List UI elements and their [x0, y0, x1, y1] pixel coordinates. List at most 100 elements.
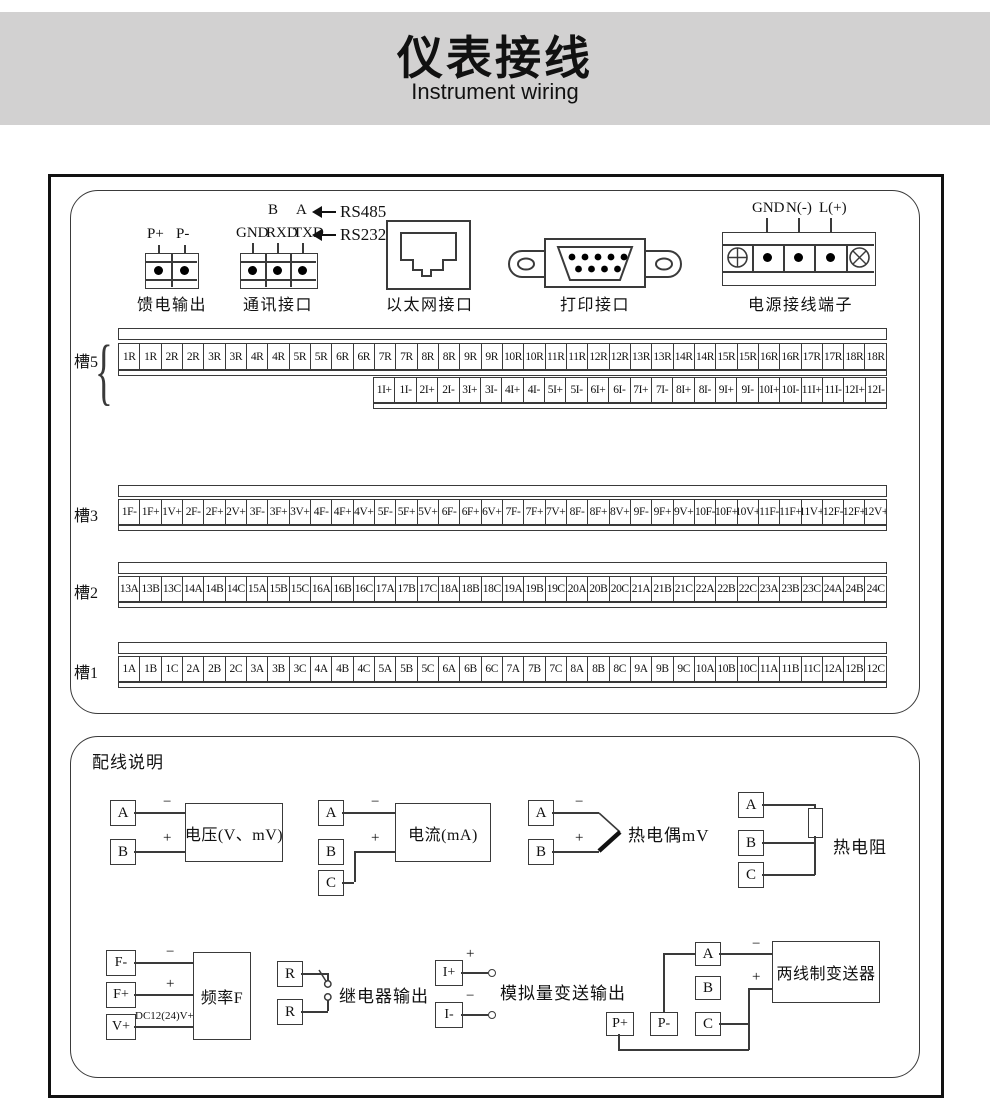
terminal-cell: 12R [610, 344, 631, 369]
terminal-cell: 17R [823, 344, 845, 369]
wire [327, 1000, 329, 1011]
current-terminal-c: C [318, 870, 344, 896]
terminal-cell: 15C [290, 577, 311, 601]
terminal-cell: 11R [567, 344, 589, 369]
terminal-cell: 2R [183, 344, 205, 369]
slot2-label: 槽2 [74, 585, 99, 602]
plus-sign: + [466, 946, 475, 962]
terminal-cell: 13R [652, 344, 674, 369]
terminal-cell: 2C [226, 657, 247, 681]
rtd-label: 热电阻 [833, 838, 887, 857]
wire [134, 851, 185, 853]
terminal-cell: 10R [524, 344, 546, 369]
terminal-cell: 3I- [481, 378, 503, 402]
terminal-cell: 5R [290, 344, 311, 369]
terminal-cell: 15R [738, 344, 759, 369]
terminal-cell: 2F+ [204, 500, 226, 524]
relay-terminal-r2: R [277, 999, 303, 1025]
terminal-cell: 12A [823, 657, 845, 681]
wire [618, 1049, 749, 1051]
terminal-cell: 24B [844, 577, 866, 601]
terminal-cell: 11I- [823, 378, 845, 402]
feed-label: 馈电输出 [137, 297, 208, 314]
terminal-cell: 14B [204, 577, 226, 601]
wire [722, 244, 874, 246]
terminal-cell: 11F- [759, 500, 781, 524]
comm-pin-rxd: RXD [266, 225, 298, 241]
terminal-dot [794, 253, 803, 262]
terminal-cell: 7I- [652, 378, 674, 402]
banner: 仪表接线 Instrument wiring [0, 12, 990, 125]
terminal-cell: 19C [546, 577, 567, 601]
wire [240, 279, 316, 281]
minus-sign: − [466, 988, 475, 1004]
terminal-cell: 21B [652, 577, 674, 601]
terminal-cell: 12V+ [865, 506, 886, 518]
terminal-cell: 12F- [823, 500, 845, 524]
terminal-cell: 10I- [780, 378, 802, 402]
terminal-cell: 19A [503, 577, 525, 601]
relay-terminal-r1: R [277, 961, 303, 987]
terminal-cell: 5B [396, 657, 418, 681]
wire [719, 953, 772, 955]
current-device-box: 电流(mA) [395, 803, 491, 862]
screw-icon [727, 247, 748, 268]
terminal-dot [826, 253, 835, 262]
terminal-cell: 1A [119, 657, 141, 681]
slot5-row2: 1I+1I-2I+2I-3I+3I-4I+4I-5I+5I-6I+6I-7I+7… [373, 377, 887, 403]
relay-switch-icon [315, 968, 341, 1004]
terminal-cell: 13R [631, 344, 653, 369]
terminal-cell: 5R [311, 344, 333, 369]
terminal-cell: 9R [482, 344, 503, 369]
terminal-cell: 12I+ [844, 378, 866, 402]
terminal-cell: 11I+ [802, 378, 823, 402]
terminal-cell: 2I+ [417, 378, 439, 402]
terminal-cell: 1I+ [374, 378, 396, 402]
wire [814, 836, 816, 875]
wire [461, 1014, 488, 1016]
tx-terminal-c: C [695, 1012, 721, 1036]
terminal-cell: 23A [759, 577, 781, 601]
terminal-cell: 2F- [183, 500, 205, 524]
slot5-label: 槽5 [74, 354, 99, 371]
terminal-cell: 4A [311, 657, 333, 681]
wire [240, 261, 316, 263]
terminal-cell: 14A [183, 577, 205, 601]
ethernet-jack-icon [386, 220, 471, 290]
terminal-cell: 8C [610, 657, 631, 681]
terminal-cell: 6F+ [460, 500, 482, 524]
tx-terminal-p-minus: P- [650, 1012, 678, 1036]
terminal-cell: 17R [802, 344, 823, 369]
terminal-cell: 7R [375, 344, 397, 369]
wire [354, 851, 395, 853]
terminal-cell: 3F- [247, 500, 269, 524]
terminal-cell: 7C [546, 657, 567, 681]
rs485-pin-a: A [296, 202, 307, 218]
terminal-cell: 6C [482, 657, 503, 681]
slot5-housing-bar [118, 328, 887, 340]
wire [342, 882, 354, 884]
terminal-cell: 10I+ [759, 378, 781, 402]
power-label: 电源接线端子 [748, 297, 854, 314]
terminal-cell: 7B [524, 657, 546, 681]
ethernet-label: 以太网接口 [386, 297, 474, 314]
terminal-cell: 21A [631, 577, 653, 601]
terminal-cell: 15A [247, 577, 269, 601]
terminal-cell: 9I- [737, 378, 759, 402]
terminal-cell: 9F- [631, 500, 653, 524]
terminal-cell: 1F- [119, 500, 141, 524]
terminal-cell: 15B [268, 577, 290, 601]
slot2-bottom-bar [118, 602, 887, 608]
printer-port-icon [506, 237, 684, 289]
plus-sign: + [575, 830, 584, 846]
terminal-cell: 12I- [867, 384, 885, 396]
terminal-cell: 20C [610, 577, 631, 601]
terminal-cell: 11V+ [802, 500, 823, 524]
terminal-cell: 5A [375, 657, 397, 681]
terminal-cell: 9B [652, 657, 674, 681]
printer-label: 打印接口 [560, 297, 631, 314]
terminal-cell: 18R [844, 344, 866, 369]
terminal-cell: 22A [695, 577, 717, 601]
screw-icon [849, 247, 870, 268]
terminal-cell: 3B [268, 657, 290, 681]
